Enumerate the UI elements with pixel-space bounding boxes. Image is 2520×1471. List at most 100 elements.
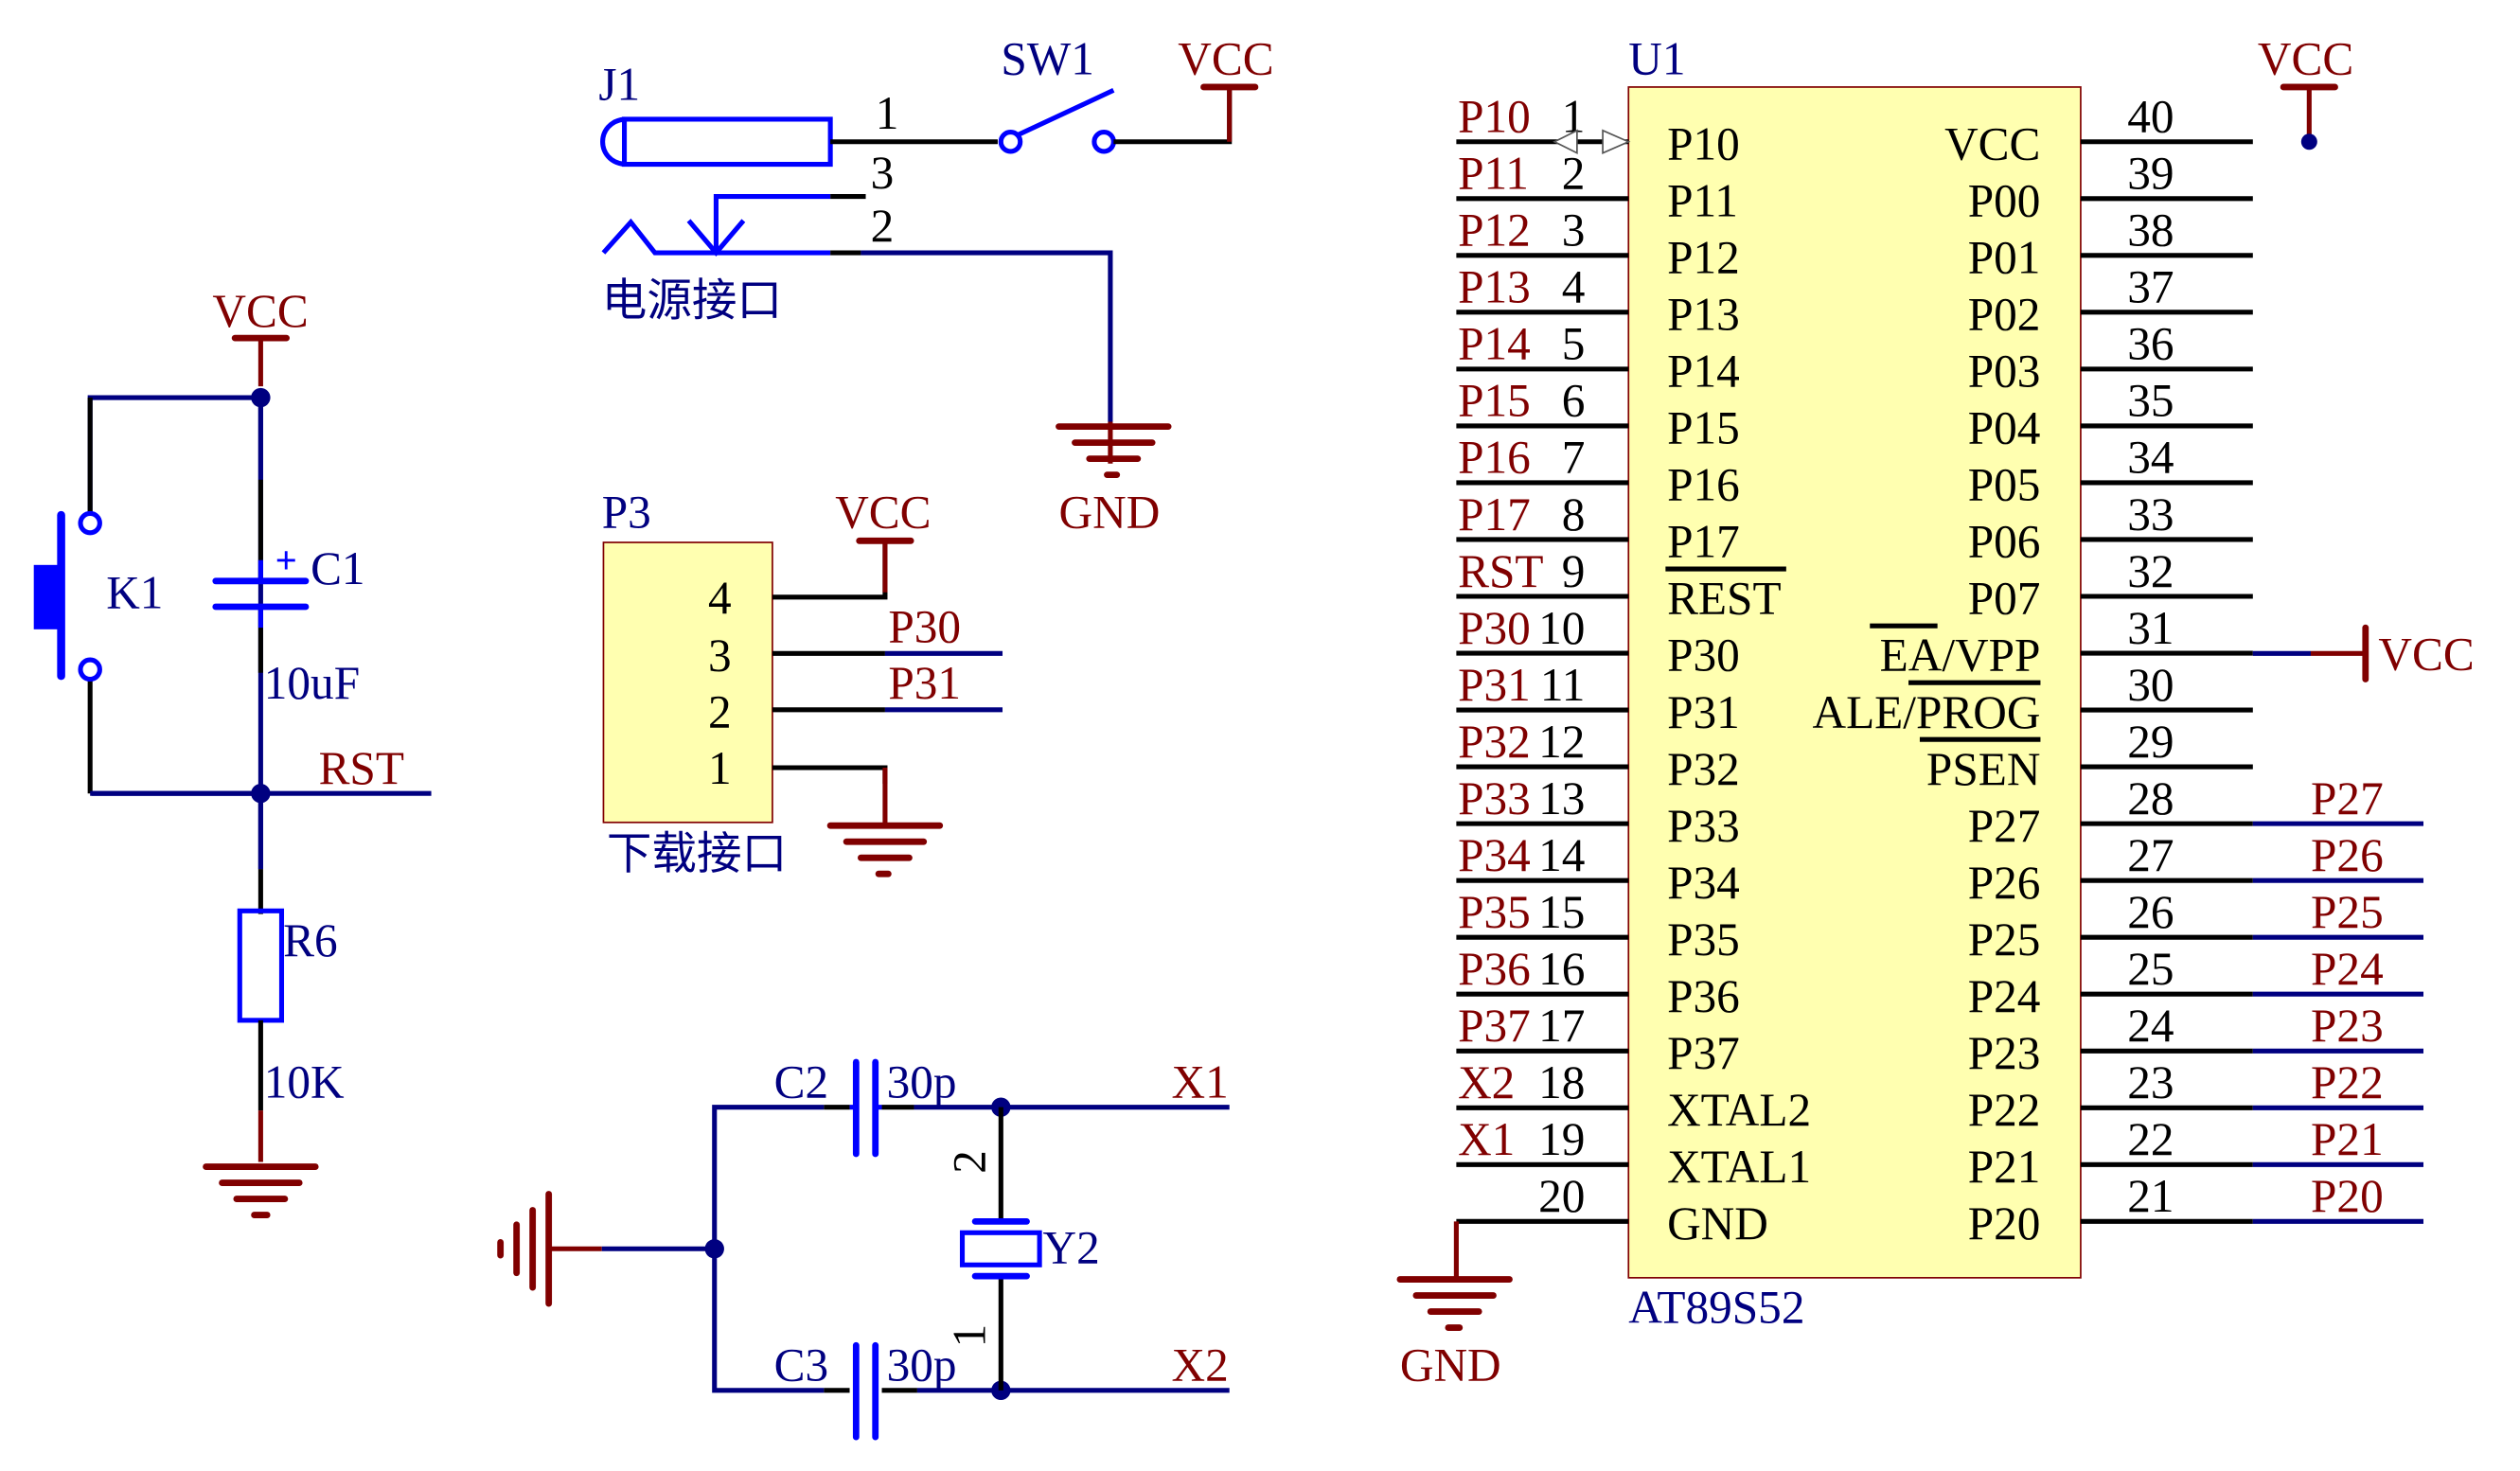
pin-number: 27 bbox=[2127, 829, 2174, 881]
pin-name: P13 bbox=[1667, 289, 1740, 341]
download-port-caption: 下载接口 bbox=[607, 828, 787, 880]
net-label: P23 bbox=[2311, 1000, 2384, 1052]
pin-number: 32 bbox=[2127, 545, 2174, 597]
pin-name: P10 bbox=[1667, 117, 1740, 169]
pin-cursor-icon bbox=[1553, 129, 1631, 155]
net-label: P34 bbox=[1458, 829, 1531, 881]
pin-name: P02 bbox=[1968, 289, 2041, 341]
right-pin-group: 40VCC39P0038P0137P0236P0335P0434P0533P06… bbox=[1812, 91, 2424, 1249]
net-label: P31 bbox=[1458, 659, 1531, 711]
net-label: P24 bbox=[2311, 943, 2384, 995]
pin-name: P07 bbox=[1968, 573, 2041, 625]
pin-name: P03 bbox=[1968, 346, 2041, 398]
net-label: P25 bbox=[2311, 886, 2384, 938]
net-label: RST bbox=[1458, 545, 1543, 597]
pin-number: 12 bbox=[1538, 716, 1585, 768]
pin-number: 37 bbox=[2127, 261, 2174, 313]
pin-number: 11 bbox=[1540, 659, 1585, 711]
pin-name: P16 bbox=[1667, 459, 1740, 511]
pin-number: 16 bbox=[1538, 943, 1585, 995]
jack-arrow-icon bbox=[686, 219, 746, 257]
net-label: P37 bbox=[1458, 1000, 1531, 1052]
switch-contact bbox=[78, 510, 102, 536]
pin-name: P17 bbox=[1667, 516, 1740, 568]
jack-ref: J1 bbox=[598, 59, 640, 111]
pushbutton-actuator bbox=[33, 564, 62, 629]
net-label: P14 bbox=[1458, 318, 1531, 370]
jack-pin-1-num: 1 bbox=[876, 87, 899, 139]
cap-value: 10uF bbox=[264, 657, 360, 709]
pin-number: 2 bbox=[1562, 148, 1586, 200]
rst-net-label: RST bbox=[319, 742, 404, 794]
jack-pin-3-num: 3 bbox=[871, 147, 895, 199]
vcc-label: VCC bbox=[835, 487, 931, 539]
pin-number: 9 bbox=[1562, 545, 1586, 597]
left-pin-group: 1P10P102P11P113P12P124P13P135P14P146P15P… bbox=[1456, 91, 1811, 1249]
net-label: X2 bbox=[1458, 1056, 1515, 1108]
crystal-circuit: C2 30p X1 C3 30p X2 Y2 2 1 bbox=[497, 1055, 1230, 1441]
net-label: P16 bbox=[1458, 432, 1531, 484]
pin-name: P30 bbox=[1667, 629, 1740, 682]
net-label: P27 bbox=[2311, 772, 2384, 824]
pin-number: 21 bbox=[2127, 1170, 2174, 1222]
pin-name: P01 bbox=[1968, 232, 2041, 284]
power-port-caption: 电源接口 bbox=[602, 275, 782, 327]
pin-number: 22 bbox=[2127, 1113, 2174, 1165]
resistor-body bbox=[237, 908, 285, 1023]
net-label: P10 bbox=[1458, 91, 1531, 143]
pin-number: 26 bbox=[2127, 886, 2174, 938]
p3-ref: P3 bbox=[602, 487, 651, 539]
pin-name: P22 bbox=[1968, 1084, 2041, 1136]
pin-name: P00 bbox=[1968, 174, 2041, 226]
sw1-ref: SW1 bbox=[1001, 32, 1094, 84]
net-label: P21 bbox=[2311, 1113, 2384, 1165]
polarity-plus-icon: + bbox=[275, 539, 297, 581]
pin-name: P26 bbox=[1968, 857, 2041, 909]
vcc-label: VCC bbox=[2378, 628, 2474, 680]
net-label: P26 bbox=[2311, 829, 2384, 881]
net-label: P30 bbox=[1458, 602, 1531, 654]
xtal-ref: Y2 bbox=[1043, 1222, 1100, 1274]
pin-number: 25 bbox=[2127, 943, 2174, 995]
pin-number: 23 bbox=[2127, 1056, 2174, 1108]
wire bbox=[861, 250, 1113, 422]
net-label: P33 bbox=[1458, 772, 1531, 824]
p3-pin-num: 2 bbox=[708, 686, 732, 738]
junction-dot bbox=[704, 1239, 724, 1259]
gnd-label: GND bbox=[1059, 487, 1161, 539]
pin-name: P33 bbox=[1667, 800, 1740, 852]
net-label: P32 bbox=[1458, 716, 1531, 768]
pin-number: 35 bbox=[2127, 375, 2174, 427]
cap-ref: C1 bbox=[311, 542, 365, 594]
jack-sleeve bbox=[601, 218, 831, 256]
xtal-pin-1-num: 1 bbox=[943, 1324, 995, 1348]
pin-name: P14 bbox=[1667, 346, 1740, 398]
pin-name: P34 bbox=[1667, 857, 1740, 909]
pin-name: XTAL2 bbox=[1667, 1084, 1811, 1136]
pin-number: 36 bbox=[2127, 318, 2174, 370]
pin-name: P05 bbox=[1968, 459, 2041, 511]
pin-name: P36 bbox=[1667, 970, 1740, 1022]
junction-dot bbox=[251, 387, 271, 408]
pin-number: 17 bbox=[1538, 1000, 1585, 1052]
xtal-pin-2-num: 2 bbox=[943, 1150, 995, 1174]
pin-number: 30 bbox=[2127, 659, 2174, 711]
pin-number: 38 bbox=[2127, 204, 2174, 257]
res-ref: R6 bbox=[283, 914, 338, 966]
pin-number: 28 bbox=[2127, 772, 2174, 824]
reset-circuit: VCC K1 + C1 10uF RST R6 bbox=[33, 285, 432, 1218]
vcc-label: VCC bbox=[212, 285, 308, 337]
